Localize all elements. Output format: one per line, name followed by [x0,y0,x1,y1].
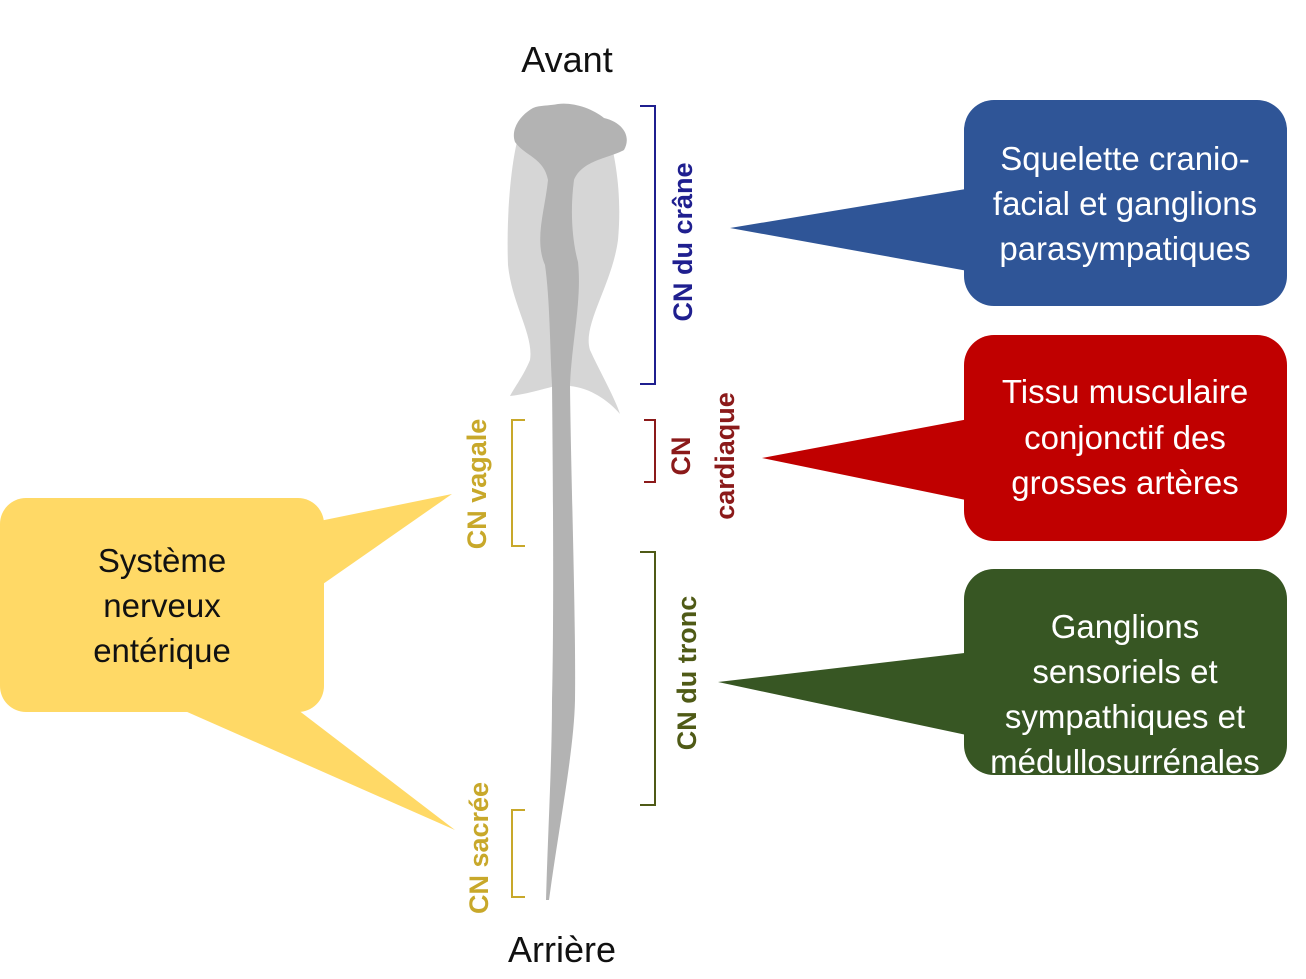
vagal-bracket [511,419,525,547]
trunk-bracket [640,551,656,806]
enteric-callout-line3: entérique [93,632,231,669]
trunk-region-label: CN du tronc [672,596,702,751]
cranial-callout-line2: facial et ganglions [993,185,1257,222]
enteric-callout-pointer-bottom [160,700,455,830]
cardiac-callout-line1: Tissu musculaire [1002,373,1248,410]
trunk-callout: Ganglions sensoriels et sympathiques et … [718,569,1287,780]
neural-tube [513,103,627,900]
trunk-callout-line1: Ganglions [1051,608,1200,645]
enteric-callout-pointer-top [300,494,452,600]
enteric-callout-line2: nerveux [103,587,221,624]
cardiac-callout: Tissu musculaire conjonctif des grosses … [762,335,1287,541]
trunk-callout-line3: sympathiques et [1005,698,1245,735]
trunk-callout-line4: médullosurrénales [990,743,1260,780]
cardiac-callout-line2: conjonctif des [1024,419,1226,456]
cranial-bracket [640,105,656,385]
cranial-callout-line3: parasympatiques [999,230,1250,267]
vagal-region-label: CN vagale [462,419,492,550]
cardiac-region-label: CN cardiaque [666,392,740,520]
trunk-callout-pointer [718,650,990,740]
cranial-callout-box [964,100,1287,306]
cardiac-callout-pointer [762,415,990,505]
trunk-callout-line2: sensoriels et [1032,653,1217,690]
cranial-callout: Squelette cranio- facial et ganglions pa… [730,100,1287,306]
enteric-callout-box [0,498,324,712]
cardiac-label-line1: CN [666,437,696,476]
cranial-region-label: CN du crâne [668,162,698,321]
cardiac-label-line2: cardiaque [710,392,740,520]
trunk-callout-box [964,569,1287,775]
front-label: Avant [521,39,612,80]
enteric-callout: Système nerveux entérique [0,494,455,830]
enteric-callout-line1: Système [98,542,226,579]
sacral-bracket [511,809,525,898]
cardiac-callout-line3: grosses artères [1011,464,1238,501]
rear-label: Arrière [508,929,616,970]
cranial-callout-pointer [730,185,990,275]
cranial-callout-line1: Squelette cranio- [1000,140,1249,177]
sacral-region-label: CN sacrée [464,782,494,914]
cardiac-callout-box [964,335,1287,541]
cardiac-bracket [644,419,656,483]
